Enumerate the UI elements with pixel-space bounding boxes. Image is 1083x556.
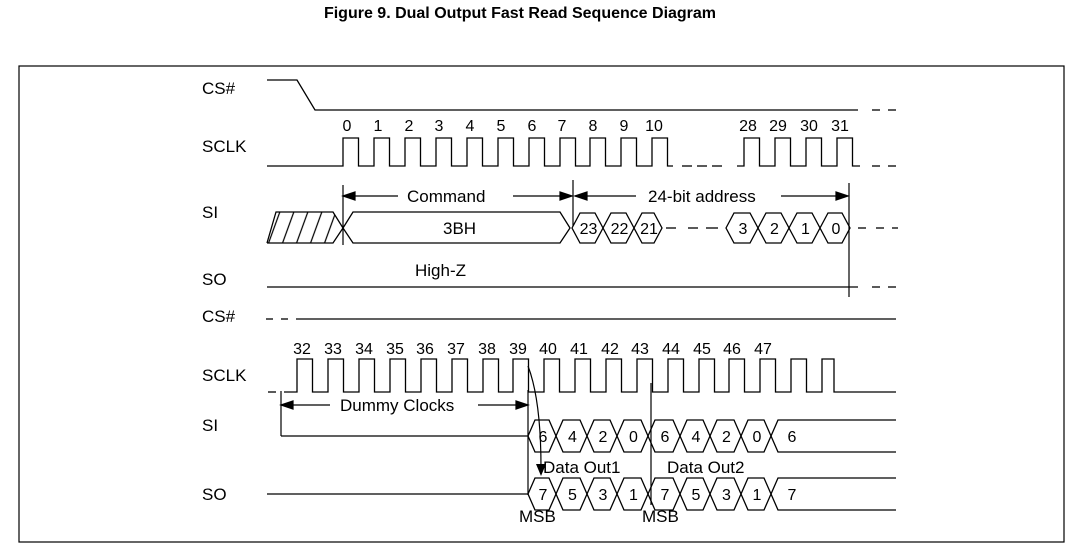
clock-number: 8 (589, 118, 598, 135)
clock-number: 7 (558, 118, 567, 135)
si-bit: 3 (739, 221, 748, 238)
clock-number: 33 (324, 341, 342, 358)
clock-number: 34 (355, 341, 373, 358)
si-bit: 22 (611, 221, 629, 238)
clock-number: 39 (509, 341, 527, 358)
so-data-bit: 7 (539, 487, 548, 504)
msb-arrow (527, 365, 546, 476)
clock-number: 38 (478, 341, 496, 358)
clock-number: 6 (528, 118, 537, 135)
signal-cs-top: CS# (202, 79, 236, 98)
so-data-bit: 5 (568, 487, 577, 504)
sclk-top-waveform (267, 137, 896, 167)
so-data-bit: 7 (661, 487, 670, 504)
si-data-bit: 0 (629, 429, 638, 446)
clock-number: 47 (754, 341, 772, 358)
address-label: 24-bit address (648, 187, 756, 206)
clock-number: 36 (416, 341, 434, 358)
so-data-bit: 3 (722, 487, 731, 504)
si-data-bit: 2 (599, 429, 608, 446)
sclk-bottom-waveform (268, 358, 896, 393)
msb-label-2: MSB (642, 507, 679, 526)
clock-number: 37 (447, 341, 465, 358)
command-value: 3BH (443, 219, 476, 238)
clock-number: 30 (800, 118, 818, 135)
clock-number: 29 (769, 118, 787, 135)
signal-si-bottom: SI (202, 416, 218, 435)
command-arrow (341, 180, 574, 245)
si-data-bit: 4 (692, 429, 701, 446)
clock-number: 41 (570, 341, 588, 358)
clock-number: 44 (662, 341, 680, 358)
clock-numbers-top: 0 1 2 3 4 5 6 7 8 9 10 28 29 30 31 (343, 118, 849, 135)
clock-number: 1 (374, 118, 383, 135)
si-data-bit: 2 (722, 429, 731, 446)
clock-number: 5 (497, 118, 506, 135)
so-data-bits: 7 5 3 1 7 5 3 1 7 (527, 477, 896, 511)
signal-si-top: SI (202, 203, 218, 222)
so-data-bit: 3 (599, 487, 608, 504)
signal-so-top: SO (202, 270, 227, 289)
clock-number: 42 (601, 341, 619, 358)
msb-label-1: MSB (519, 507, 556, 526)
clock-number: 9 (620, 118, 629, 135)
si-data-bit: 6 (661, 429, 670, 446)
address-arrow (573, 183, 850, 297)
clock-number: 32 (293, 341, 311, 358)
si-data-bit: 6 (539, 429, 548, 446)
clock-number: 3 (435, 118, 444, 135)
so-data-bit: 7 (788, 487, 797, 504)
clock-number: 35 (386, 341, 404, 358)
high-z-label: High-Z (415, 261, 466, 280)
si-bit: 0 (832, 221, 841, 238)
signal-so-bottom: SO (202, 485, 227, 504)
data-out2-label: Data Out2 (667, 458, 745, 477)
so-data-bit: 1 (753, 487, 762, 504)
dummy-arrow (279, 390, 530, 495)
clock-number: 45 (693, 341, 711, 358)
diagram-frame (18, 65, 1065, 543)
signal-cs-bottom: CS# (202, 307, 236, 326)
si-bit: 2 (770, 221, 779, 238)
signal-sclk-top: SCLK (202, 137, 247, 156)
command-label: Command (407, 187, 485, 206)
si-bit: 21 (640, 221, 658, 238)
si-bit: 1 (801, 221, 810, 238)
clock-number: 40 (539, 341, 557, 358)
clock-number: 10 (645, 118, 663, 135)
clock-numbers-bottom: 32 33 34 35 36 37 38 39 40 41 42 43 44 45 46 47 (293, 341, 772, 358)
data-out1-label: Data Out1 (543, 458, 621, 477)
clock-number: 0 (343, 118, 352, 135)
clock-number: 46 (723, 341, 741, 358)
so-data-bit: 1 (629, 487, 638, 504)
si-data-bit: 4 (568, 429, 577, 446)
so-data-bit: 5 (692, 487, 701, 504)
cs-top-waveform (267, 79, 896, 111)
dummy-clocks-label: Dummy Clocks (340, 396, 454, 415)
clock-number: 31 (831, 118, 849, 135)
si-data-bit: 6 (788, 429, 797, 446)
clock-number: 2 (405, 118, 414, 135)
si-data-bit: 0 (753, 429, 762, 446)
clock-number: 4 (466, 118, 475, 135)
si-bit: 23 (580, 221, 598, 238)
clock-number: 28 (739, 118, 757, 135)
signal-sclk-bottom: SCLK (202, 366, 247, 385)
si-data-bits: 6 4 2 0 6 4 2 0 6 (527, 419, 896, 453)
clock-number: 43 (631, 341, 649, 358)
si-top-waveform (266, 211, 571, 244)
figure-title: Figure 9. Dual Output Fast Read Sequence… (323, 5, 717, 22)
